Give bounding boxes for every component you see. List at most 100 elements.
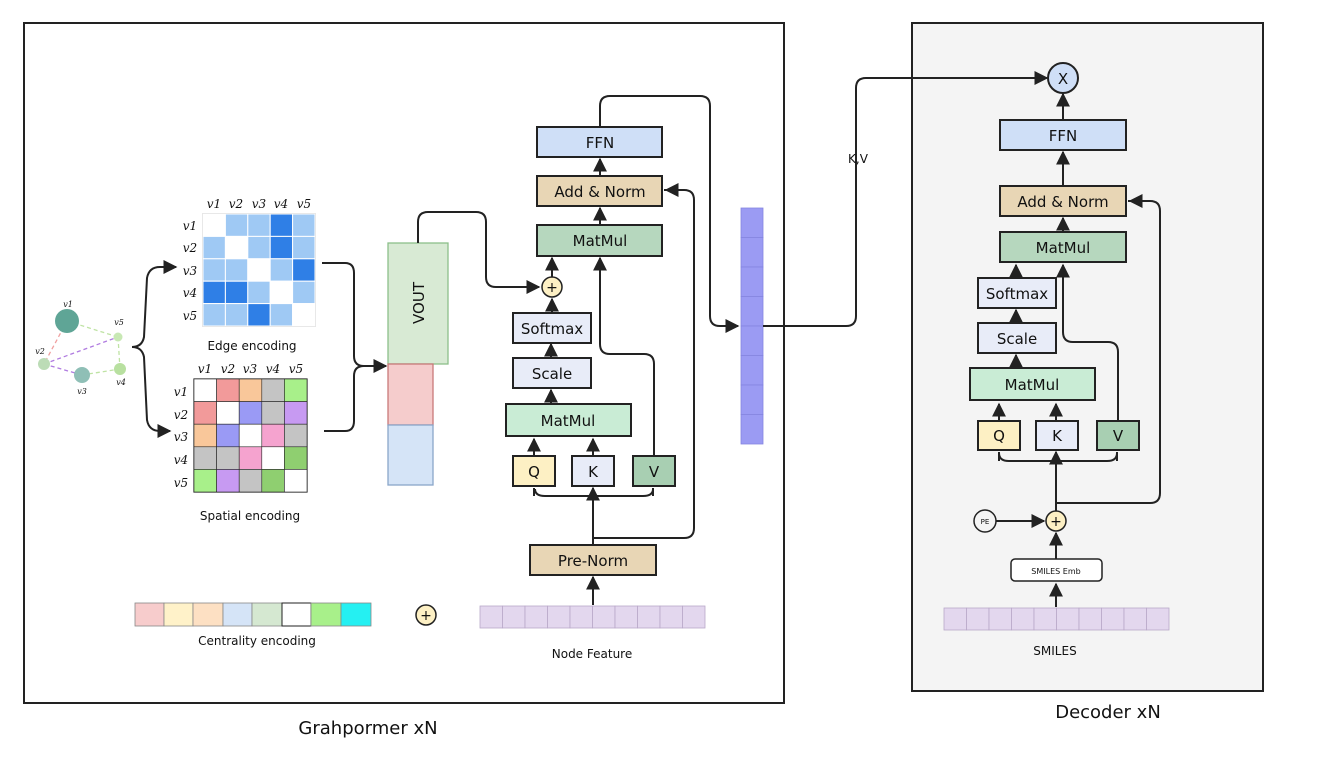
svg-text:V: V [1113, 427, 1124, 445]
output-vector-cell [740, 355, 764, 386]
edge-matrix-cell [247, 258, 271, 282]
svg-text:v1: v1 [174, 385, 188, 399]
graph-label-5: v5 [114, 318, 124, 327]
graphormer-q-block [512, 455, 556, 487]
decoder-scale-block [977, 322, 1057, 354]
spatial-matrix-row-headers: v1 v2 v3 v4 v5 [174, 385, 189, 490]
svg-text:K: K [1052, 427, 1063, 445]
smiles-token [1078, 607, 1102, 631]
edge-matrix-cell [202, 258, 226, 282]
svg-text:Scale: Scale [532, 365, 572, 383]
svg-text:Pre-Norm: Pre-Norm [558, 552, 628, 570]
node-feature-token [479, 605, 503, 629]
output-vector-cell [740, 207, 764, 238]
smiles-tokens [943, 607, 1170, 631]
edge-matrix-cell [224, 280, 249, 305]
edge-encoding-caption: Edge encoding [207, 339, 296, 353]
svg-text:Softmax: Softmax [521, 320, 583, 338]
svg-text:v2: v2 [183, 241, 197, 255]
node-feature-token [592, 605, 616, 629]
graphormer-v-block [632, 455, 676, 487]
spatial-matrix-cell [216, 378, 240, 402]
edge-matrix-cell [292, 258, 316, 282]
spatial-matrix-cell [284, 378, 308, 402]
edge-matrix-row-headers: v1 v2 v3 v4 v5 [183, 219, 198, 323]
node-feature-token [547, 605, 571, 629]
spatial-matrix-cell [238, 401, 263, 425]
svg-text:v5: v5 [183, 309, 197, 323]
merge-arrow-edge [322, 262, 388, 373]
svg-text:+: + [1050, 514, 1062, 530]
v-to-matmul-wire [593, 256, 655, 456]
smiles-token [1123, 607, 1147, 631]
svg-text:Softmax: Softmax [986, 285, 1048, 303]
svg-text:MatMul: MatMul [541, 412, 596, 430]
decoder-softmax-block [977, 277, 1057, 309]
output-vector-cell [740, 296, 764, 327]
svg-text:v4: v4 [274, 197, 288, 211]
svg-text:K: K [588, 463, 599, 481]
svg-text:MatMul: MatMul [1036, 239, 1091, 257]
svg-text:v2: v2 [174, 408, 188, 422]
spatial-matrix-cell [284, 446, 308, 470]
decoder-caption: Decoder xN [1055, 702, 1161, 723]
svg-text:v1: v1 [183, 219, 197, 233]
graphormer-pre-norm-block [529, 544, 657, 576]
branch-arrow-edge [131, 260, 178, 348]
node-feature-token [614, 605, 638, 629]
edge-matrix-cell [269, 258, 294, 282]
svg-text:v4: v4 [183, 286, 197, 300]
svg-text:Scale: Scale [997, 330, 1037, 348]
graph-label-1: v1 [63, 300, 73, 309]
spatial-matrix-cell [193, 469, 217, 493]
encoder-output-vector [740, 207, 764, 445]
svg-text:Add & Norm: Add & Norm [1017, 193, 1108, 211]
svg-text:v2: v2 [229, 197, 243, 211]
svg-text:v4: v4 [266, 362, 280, 376]
edge-matrix-cell [202, 235, 226, 260]
svg-text:v5: v5 [297, 197, 311, 211]
svg-text:v1: v1 [198, 362, 212, 376]
graphormer-matmul-top-block [536, 224, 663, 257]
smiles-token [943, 607, 967, 631]
graph-node-4 [114, 363, 126, 375]
spatial-matrix-cell [216, 446, 240, 470]
centrality-encoding-bar [134, 602, 372, 627]
graph-label-3: v3 [77, 387, 87, 396]
smiles-token [1011, 607, 1035, 631]
node-feature-token [502, 605, 526, 629]
svg-text:v3: v3 [243, 362, 258, 376]
output-vector-cell [740, 266, 764, 297]
svg-text:v3: v3 [174, 430, 189, 444]
edge-matrix-cell [269, 303, 294, 327]
kv-label: K,V [848, 152, 869, 166]
spatial-matrix-cell [216, 469, 240, 493]
centrality-encoding-caption: Centrality encoding [198, 634, 316, 648]
spatial-matrix-cell [193, 378, 217, 402]
spatial-matrix-cell [216, 423, 240, 448]
spatial-matrix-cell [261, 423, 285, 448]
edge-encoding-matrix [202, 213, 316, 327]
standalone-plus-icon [415, 604, 437, 626]
svg-text:v3: v3 [183, 264, 198, 278]
smiles-token [1033, 607, 1057, 631]
svg-text:v1: v1 [207, 197, 221, 211]
svg-text:v3: v3 [252, 197, 267, 211]
spatial-matrix-cell [238, 469, 263, 493]
spatial-matrix-cell [193, 401, 217, 425]
graph-node-3 [74, 367, 90, 383]
smiles-token [1056, 607, 1080, 631]
svg-text:v5: v5 [289, 362, 303, 376]
merge-arrow-spatial [324, 365, 365, 432]
spatial-encoding-matrix [193, 378, 308, 493]
spatial-matrix-col-headers: v1 v2 v3 v4 v5 [198, 362, 303, 376]
edge-matrix-cell [202, 213, 226, 237]
svg-text:Q: Q [528, 463, 540, 481]
svg-text:X: X [1058, 70, 1068, 88]
edge-matrix-cell [202, 303, 226, 327]
output-vector-cell [740, 325, 764, 356]
edge-matrix-cell [224, 258, 249, 282]
output-vector-cell [740, 384, 764, 415]
edge-matrix-cell [247, 213, 271, 237]
decoder-matmul-bottom-block [969, 367, 1096, 401]
